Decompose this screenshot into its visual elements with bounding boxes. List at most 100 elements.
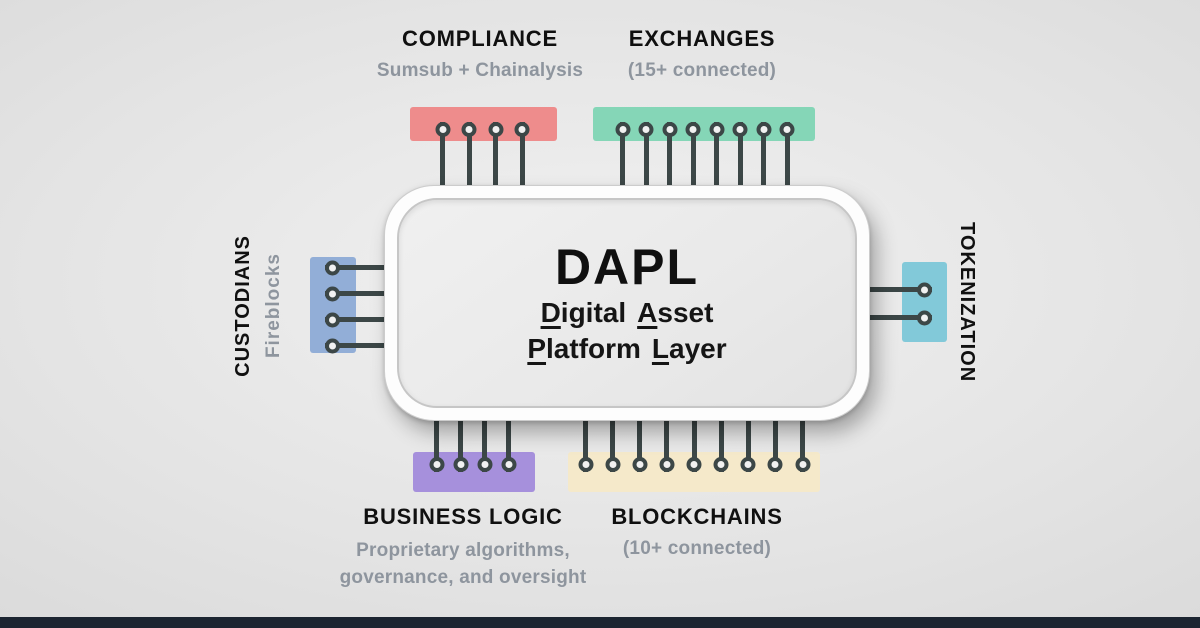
connector-pin: [860, 282, 932, 297]
blockchains-pins: [578, 406, 810, 472]
connector-pin: [429, 406, 444, 472]
connector-pin: [325, 260, 400, 275]
pin-pad-icon: [488, 122, 504, 137]
subtitle-lead-letter: D: [540, 297, 561, 328]
tokenization-block: [902, 262, 947, 342]
connector-pin: [779, 122, 795, 202]
tokenization-pins: [860, 282, 932, 325]
connector-pin: [685, 122, 701, 202]
connector-pin: [662, 122, 678, 202]
subtitle-lead-letter: A: [637, 297, 658, 328]
connector-pin: [860, 310, 932, 325]
dapl-chip-face: DAPL Digital Asset Platform Layer: [397, 198, 857, 408]
dapl-chip: DAPL Digital Asset Platform Layer: [384, 185, 870, 421]
pin-pad-icon: [501, 457, 516, 472]
pin-pad-icon: [435, 122, 450, 137]
exchanges-title: EXCHANGES: [628, 26, 776, 51]
exchanges-label-group: EXCHANGES (15+ connected): [577, 26, 827, 82]
subtitle-word-rest: sset: [657, 297, 714, 328]
connector-pin: [709, 122, 725, 202]
connector-pin: [638, 122, 654, 202]
connector-pin: [756, 122, 772, 202]
connector-pin: [605, 406, 621, 472]
chip-subtitle-line1: Digital Asset: [541, 295, 714, 331]
connector-pin: [501, 406, 516, 472]
pin-pad-icon: [709, 122, 725, 137]
pin-pad-icon: [477, 457, 492, 472]
pin-pad-icon: [325, 286, 340, 301]
pin-pad-icon: [325, 260, 340, 275]
connector-pin: [632, 406, 648, 472]
chip-title: DAPL: [554, 239, 700, 295]
pin-pad-icon: [917, 310, 932, 325]
custodians-subtitle: Fireblocks: [263, 253, 284, 359]
connector-pin: [453, 406, 468, 472]
connector-pin: [767, 406, 783, 472]
connector-pin: [615, 122, 630, 202]
tokenization-title: TOKENIZATION: [956, 221, 978, 383]
connector-pin: [732, 122, 748, 202]
pin-pad-icon: [767, 457, 783, 472]
pin-pad-icon: [685, 122, 701, 137]
business-logic-title: BUSINESS LOGIC: [363, 504, 563, 529]
pin-pad-icon: [917, 282, 932, 297]
connector-pin: [795, 406, 810, 472]
business-logic-label-group: BUSINESS LOGIC Proprietary algorithms, g…: [338, 504, 588, 590]
compliance-pins: [435, 122, 530, 202]
pin-pad-icon: [429, 457, 444, 472]
business-logic-subtitle-line2: governance, and oversight: [339, 567, 587, 588]
pin-pad-icon: [453, 457, 468, 472]
pin-pad-icon: [514, 122, 530, 137]
pin-pad-icon: [686, 457, 702, 472]
subtitle-lead-letter: P: [527, 333, 547, 364]
connector-pin: [740, 406, 756, 472]
pin-pad-icon: [578, 457, 593, 472]
pin-pad-icon: [740, 457, 756, 472]
pin-pad-icon: [713, 457, 729, 472]
subtitle-word: Platform: [527, 331, 641, 367]
connector-pin: [578, 406, 593, 472]
custodians-pins: [325, 260, 400, 353]
pin-pad-icon: [605, 457, 621, 472]
connector-pin: [488, 122, 504, 202]
chip-subtitle-line2: Platform Layer: [527, 331, 726, 367]
pin-pad-icon: [662, 122, 678, 137]
compliance-block: [410, 107, 557, 141]
pin-pad-icon: [461, 122, 477, 137]
pin-pad-icon: [756, 122, 772, 137]
business-logic-pins: [429, 406, 516, 472]
connector-pin: [514, 122, 530, 202]
pin-pad-icon: [325, 312, 340, 327]
subtitle-lead-letter: L: [651, 333, 670, 364]
custodians-title: CUSTODIANS: [232, 235, 254, 377]
connector-pin: [477, 406, 492, 472]
blockchains-label-group: BLOCKCHAINS (10+ connected): [572, 504, 822, 560]
exchanges-pins: [615, 122, 795, 202]
subtitle-word-rest: igital: [560, 297, 627, 328]
subtitle-word-rest: ayer: [669, 333, 727, 364]
connector-pin: [435, 122, 450, 202]
pin-pad-icon: [325, 338, 340, 353]
blockchains-subtitle: (10+ connected): [622, 538, 772, 559]
compliance-title: COMPLIANCE: [402, 26, 558, 51]
pin-pad-icon: [659, 457, 675, 472]
connector-pin: [461, 122, 477, 202]
connector-pin: [325, 312, 400, 327]
subtitle-word: Digital: [541, 295, 627, 331]
subtitle-word: Layer: [652, 331, 727, 367]
pin-pad-icon: [732, 122, 748, 137]
subtitle-word-rest: latform: [546, 333, 641, 364]
blockchains-title: BLOCKCHAINS: [611, 504, 783, 529]
compliance-label-group: COMPLIANCE Sumsub + Chainalysis: [355, 26, 605, 82]
tokenization-label-group: TOKENIZATION: [955, 212, 978, 392]
business-logic-subtitle-line1: Proprietary algorithms,: [356, 540, 570, 561]
connector-pin: [659, 406, 675, 472]
exchanges-block: [593, 107, 815, 141]
pin-pad-icon: [638, 122, 654, 137]
pin-pad-icon: [779, 122, 795, 137]
subtitle-word: Asset: [637, 295, 713, 331]
compliance-subtitle: Sumsub + Chainalysis: [376, 60, 584, 81]
pin-pad-icon: [615, 122, 630, 137]
custodians-label-group: CUSTODIANS Fireblocks: [232, 218, 285, 394]
